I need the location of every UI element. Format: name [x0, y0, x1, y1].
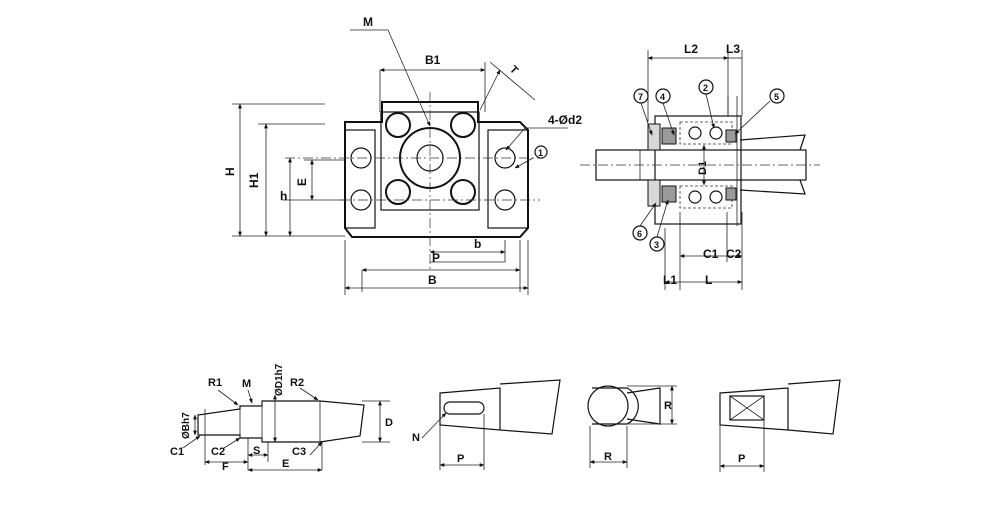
side-view: L2 L3 7 4 2 5 D1 6 3 C1 C2 L1 L — [580, 42, 820, 290]
label-C1: C1 — [703, 247, 719, 261]
label-L2: L2 — [684, 42, 698, 56]
label-R-side: R — [664, 400, 672, 412]
label-R1: R1 — [208, 377, 222, 389]
label-L1: L1 — [663, 273, 677, 287]
bolt-hole-bottom-right — [450, 179, 476, 205]
label-H: H — [223, 167, 237, 176]
cross-detail: P — [719, 379, 841, 472]
label-C3: C3 — [292, 446, 306, 458]
side-housing — [654, 115, 742, 225]
label-P-cross: P — [738, 453, 745, 465]
label-F: F — [222, 461, 229, 473]
shaft-detail: R1 M ØD1h7 R2 ØBh7 D C1 C2 S C3 F E — [170, 363, 393, 473]
label-M: M — [363, 15, 373, 29]
label-T: T — [507, 64, 520, 77]
label-L3: L3 — [726, 42, 740, 56]
label-part-6: 6 — [637, 229, 642, 239]
label-M-shaft: M — [242, 378, 251, 390]
label-C1-shaft: C1 — [170, 446, 184, 458]
label-part-5: 5 — [774, 92, 779, 102]
housing-outline — [344, 101, 529, 238]
label-R-bottom: R — [604, 451, 612, 463]
bolt-hole-bottom-left — [385, 179, 411, 205]
label-B: B — [428, 273, 437, 287]
label-part-1: 1 — [538, 148, 543, 158]
label-L: L — [705, 273, 712, 287]
label-H1: H1 — [247, 172, 261, 188]
key-detail: N P — [412, 379, 561, 470]
label-Bh7: ØBh7 — [181, 412, 192, 439]
label-h: h — [280, 189, 287, 203]
label-part-4: 4 — [660, 92, 665, 102]
label-D1h7: ØD1h7 — [274, 363, 285, 396]
right-lug — [487, 129, 529, 229]
label-part-7: 7 — [638, 92, 643, 102]
label-b: b — [474, 237, 481, 251]
label-D: D — [385, 417, 393, 429]
label-B1: B1 — [425, 53, 441, 67]
label-P-key: P — [457, 453, 464, 465]
front-view: M B1 T 4-Ød2 1 H H1 h E P b B — [223, 15, 582, 295]
left-lug — [344, 129, 376, 229]
shaft-end-profile — [197, 400, 365, 443]
label-S: S — [253, 445, 260, 457]
label-part-3: 3 — [654, 240, 659, 250]
bolt-hole-top-right — [450, 112, 476, 138]
flat-detail: R R — [587, 385, 677, 468]
label-D1: D1 — [697, 161, 709, 175]
label-part-2: 2 — [703, 83, 708, 93]
label-R2: R2 — [290, 377, 304, 389]
bolt-hole-top-left — [385, 112, 411, 138]
label-E-shaft: E — [282, 458, 289, 470]
label-N: N — [412, 432, 420, 444]
label-C2-shaft: C2 — [211, 446, 225, 458]
label-4-d2: 4-Ød2 — [548, 113, 582, 127]
label-C2: C2 — [726, 247, 742, 261]
label-P: P — [432, 251, 440, 265]
label-E: E — [295, 178, 309, 186]
